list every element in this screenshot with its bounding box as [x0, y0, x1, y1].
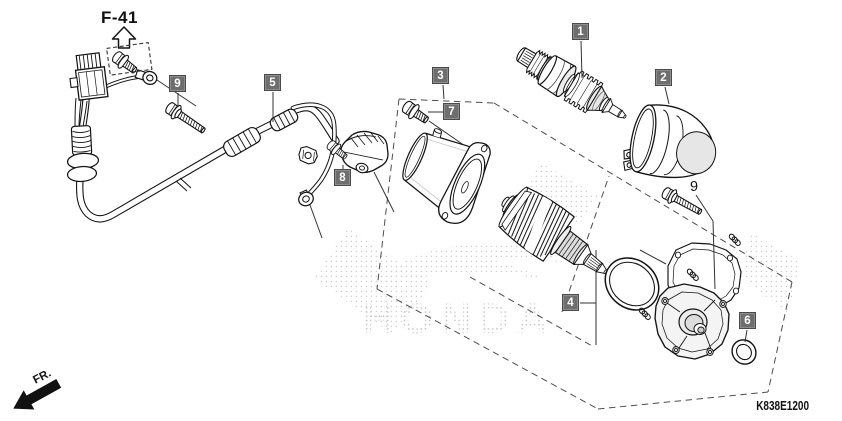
- bolt7-axis-line2: [639, 249, 667, 265]
- cable-band: [175, 177, 192, 192]
- honda-wing-mark: [368, 243, 566, 290]
- winding-highlight: [524, 196, 552, 254]
- callout-8[interactable]: 8: [334, 169, 351, 186]
- cable-connector: [69, 52, 109, 101]
- ring-terminal-leader: [156, 79, 197, 107]
- flange-bolt-hole-top: [480, 144, 488, 153]
- callout-6[interactable]: 6: [739, 312, 756, 329]
- callout-9-plain[interactable]: 9: [689, 179, 699, 195]
- flange-bolt-hole-bottom: [441, 211, 449, 220]
- cable-coupler: [223, 126, 261, 158]
- fr-arrow-icon: [13, 379, 62, 410]
- bracket-bolt-holes: [661, 297, 727, 356]
- leader-line-3: [442, 84, 445, 100]
- leader-line-1: [580, 40, 583, 79]
- callout-7[interactable]: 7: [443, 103, 460, 120]
- watermark-text: HONDA: [362, 295, 555, 343]
- bracket-ribs: [666, 299, 716, 350]
- starter-motor-body: [402, 128, 491, 224]
- motor-terminal-stud: [432, 128, 443, 138]
- bolt7-axis-line: [428, 120, 469, 149]
- ground-eyelet: [298, 189, 314, 207]
- front-bracket: [654, 283, 730, 360]
- honda-watermark: HONDA: [314, 162, 801, 343]
- pinion-gear-assembly: [516, 47, 627, 119]
- figure-reference-label: F-41: [101, 8, 138, 27]
- leader-line-2: [664, 86, 670, 105]
- diagram-code: K838E1200: [756, 399, 809, 413]
- callout-leader-lines: [177, 40, 748, 343]
- callout-5[interactable]: 5: [264, 74, 281, 91]
- armature: [498, 186, 608, 274]
- spline-hatch: [520, 50, 534, 66]
- leader-line-6: [744, 329, 748, 343]
- wire-clamp: [298, 145, 318, 165]
- cover-nose: [676, 131, 717, 175]
- f41-reference: [105, 26, 153, 76]
- cable-boot-rings: [66, 152, 100, 183]
- callout-3[interactable]: 3: [432, 67, 449, 84]
- ground-eyelet-leader: [309, 204, 323, 239]
- callout-2[interactable]: 2: [655, 69, 672, 86]
- terminal-boot-leader: [373, 171, 395, 213]
- tape-wrap: [70, 125, 93, 156]
- callout-1[interactable]: 1: [572, 23, 589, 40]
- large-o-ring: [604, 257, 660, 311]
- callout-9[interactable]: 9: [169, 75, 186, 92]
- cable-coupler-2: [269, 108, 299, 132]
- leader-line-9: [695, 194, 716, 290]
- fr-direction-arrow: [13, 379, 62, 410]
- cover-band: [649, 109, 670, 175]
- ring-terminal: [134, 69, 158, 86]
- f41-up-arrow-icon: [111, 26, 137, 49]
- starter-cable-assembly: [66, 52, 389, 223]
- winding-collar-band: [501, 190, 533, 231]
- end-cover: [623, 104, 717, 179]
- f41-dashed-box: [105, 41, 153, 76]
- callout-4[interactable]: 4: [562, 294, 579, 311]
- cover-rim: [629, 104, 657, 173]
- small-o-ring: [731, 339, 757, 365]
